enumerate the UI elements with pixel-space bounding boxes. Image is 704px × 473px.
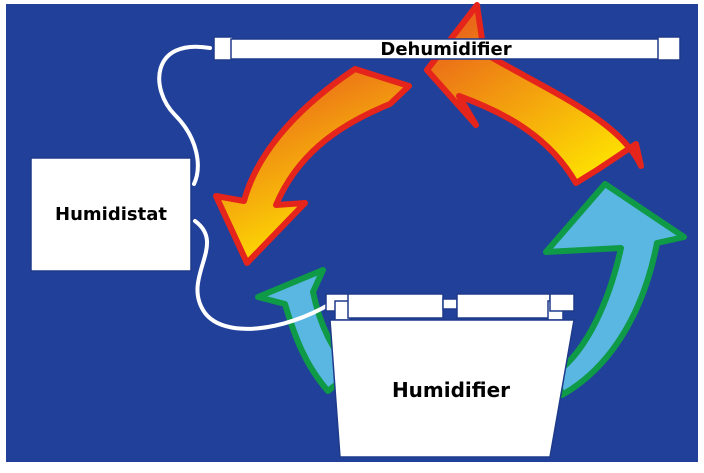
humidifier-tank <box>329 319 575 458</box>
humidifier-device: Humidifier <box>325 293 575 458</box>
humidifier-top-panel-right <box>456 293 551 319</box>
cool-arrow-right <box>543 181 687 398</box>
humidistat-device: Humidistat <box>30 157 192 272</box>
dehumidifier-end-cap-right <box>657 36 681 61</box>
humidistat-humidifier-cord <box>193 219 332 331</box>
humidistat-label: Humidistat <box>55 204 167 225</box>
dehumidifier-device: Dehumidifier <box>213 36 681 61</box>
humidistat-box <box>30 157 192 272</box>
humidistat-dehumidifier-cord <box>157 44 212 186</box>
humidifier-top-panel-left <box>347 293 444 319</box>
humidifier-pipe-cap-right <box>549 293 575 312</box>
warm-arrow-left <box>213 66 412 266</box>
humidifier-label: Humidifier <box>392 378 510 402</box>
dehumidifier-end-cap-left <box>213 36 234 61</box>
humidifier-top-connector <box>442 298 458 310</box>
dehumidifier-label: Dehumidifier <box>380 39 511 60</box>
